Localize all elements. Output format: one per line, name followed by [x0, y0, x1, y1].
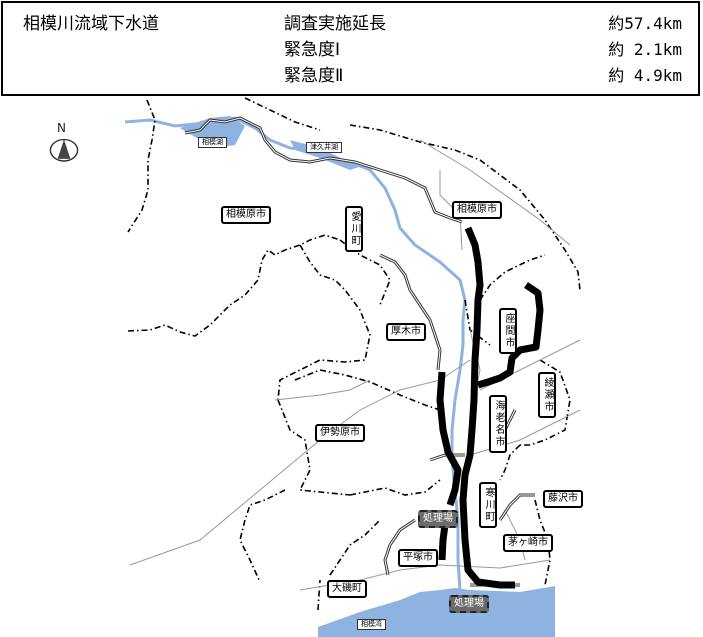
- label-ebina: 海老名市: [489, 395, 507, 453]
- urgency-1-label: 緊急度Ⅰ: [284, 40, 341, 60]
- map-canvas: [124, 97, 581, 637]
- north-label: N: [57, 121, 66, 135]
- urgency-1-value: 約 2.1km: [608, 40, 682, 59]
- label-ayase: 綾瀬市: [538, 372, 556, 418]
- label-sagamihara-west: 相模原市: [221, 206, 271, 224]
- sewer-system-title: 相模川流域下水道: [23, 14, 159, 34]
- label-zama: 座間市: [499, 308, 517, 354]
- label-atsugi: 厚木市: [386, 323, 426, 341]
- label-sagamihara-east: 相模原市: [452, 201, 502, 219]
- urgency-2-label: 緊急度Ⅱ: [284, 66, 344, 86]
- label-tsukui-lake: 津久井湖: [306, 142, 342, 153]
- label-oiso: 大磯町: [327, 580, 367, 598]
- label-treatment-plant-south: 処理場: [449, 595, 489, 613]
- surveyed-trunk-sewers: [436, 226, 544, 589]
- label-aikawa: 愛川町: [345, 206, 363, 252]
- survey-length-label: 調査実施延長: [284, 14, 386, 34]
- label-treatment-plant-west: 処理場: [418, 510, 458, 528]
- survey-length-value: 約57.4km: [608, 14, 682, 33]
- label-chigasaki: 茅ヶ崎市: [503, 534, 553, 552]
- label-samukawa: 寒川町: [479, 482, 497, 528]
- label-isehara: 伊勢原市: [315, 424, 365, 442]
- sagami-lake: [180, 116, 245, 148]
- label-hiratsuka: 平塚市: [398, 549, 438, 567]
- summary-panel: 相模川流域下水道 調査実施延長 約57.4km 緊急度Ⅰ 約 2.1km 緊急度…: [1, 1, 700, 96]
- label-sagami-lake: 相模湖: [198, 137, 227, 148]
- north-arrow-icon: [49, 138, 79, 162]
- label-sagami-bay: 相模湾: [357, 619, 386, 630]
- label-fujisawa: 藤沢市: [543, 490, 583, 508]
- urgency-2-value: 約 4.9km: [608, 66, 682, 85]
